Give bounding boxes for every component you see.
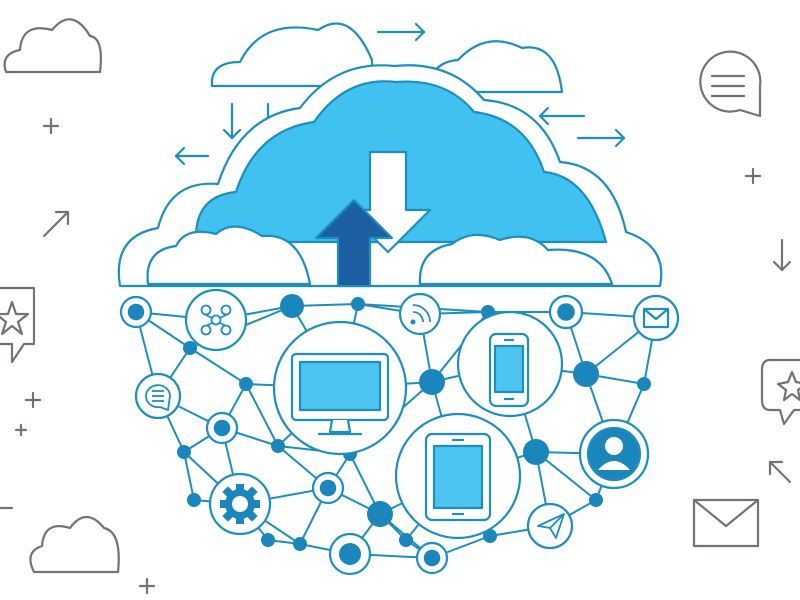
arrow-right-icon [576,128,626,148]
cloud-outline-icon [3,18,102,74]
share-icon [200,304,232,336]
tablet-hub [394,412,522,540]
arrow-down-icon [222,102,242,140]
network-node [311,471,345,505]
network-node [367,501,393,527]
paper-plane-icon [537,513,565,539]
smartphone-hub [456,310,564,418]
network-node [328,532,372,576]
network-node [271,439,285,453]
arrow-icon [772,238,792,272]
plus-icon [24,391,42,409]
tablet-icon [424,432,492,522]
paper-plane-hub [526,502,574,550]
network-nodes [119,294,651,576]
hubs [134,288,680,550]
share-hub [184,288,248,352]
plus-icon [744,167,762,185]
upload-arrow-icon [314,198,394,288]
network-node [239,377,253,391]
star-speech-bubble-icon [0,286,36,364]
arrow-icon [42,210,70,238]
cloud-outline-icon [29,515,120,574]
mail-hub [632,294,680,342]
network-node [280,294,304,318]
plus-icon [14,423,28,437]
network-node [177,445,191,459]
arrow-left-icon [174,146,210,166]
network-node [399,533,413,547]
monitor-icon [290,352,390,436]
network-node [523,439,549,465]
network-node [351,297,365,311]
cloud-arrows [314,150,432,288]
network-node [573,361,599,387]
gear-icon [220,484,260,524]
network-node [205,411,239,445]
star-speech-bubble-icon [760,358,800,426]
network-node [415,541,449,575]
network-link [183,451,195,501]
speech-bubble-icon [699,50,762,118]
network-link [189,347,247,385]
user-hub [578,418,650,490]
wifi-hub [398,292,442,336]
chat-icon [145,384,171,411]
network-node [119,295,153,329]
network-node [293,537,307,551]
cloud-inner-lower-left [146,225,312,286]
gear-hub [208,472,272,536]
monitor-hub [272,320,408,456]
network-link [245,383,279,447]
network-node [261,533,275,547]
chat-hub [134,372,182,420]
network-node [183,341,197,355]
background-doodles [0,18,800,595]
arrow-icon [768,460,792,484]
network-node [187,493,201,507]
network-node [637,377,651,391]
network-node [589,493,603,507]
wifi-icon [410,304,431,325]
plus-icon [138,577,156,595]
cloud-back-left [210,22,374,88]
plus-icon [42,117,60,135]
network-node [483,529,497,543]
arrow-left-icon [538,106,586,126]
envelope-icon [692,498,760,548]
arrow-right-icon [376,22,426,42]
mail-icon [642,307,670,329]
network-node [419,369,445,395]
network-node [548,294,584,330]
cloud-inner-lower-right [418,233,614,286]
smartphone-icon [488,332,530,408]
